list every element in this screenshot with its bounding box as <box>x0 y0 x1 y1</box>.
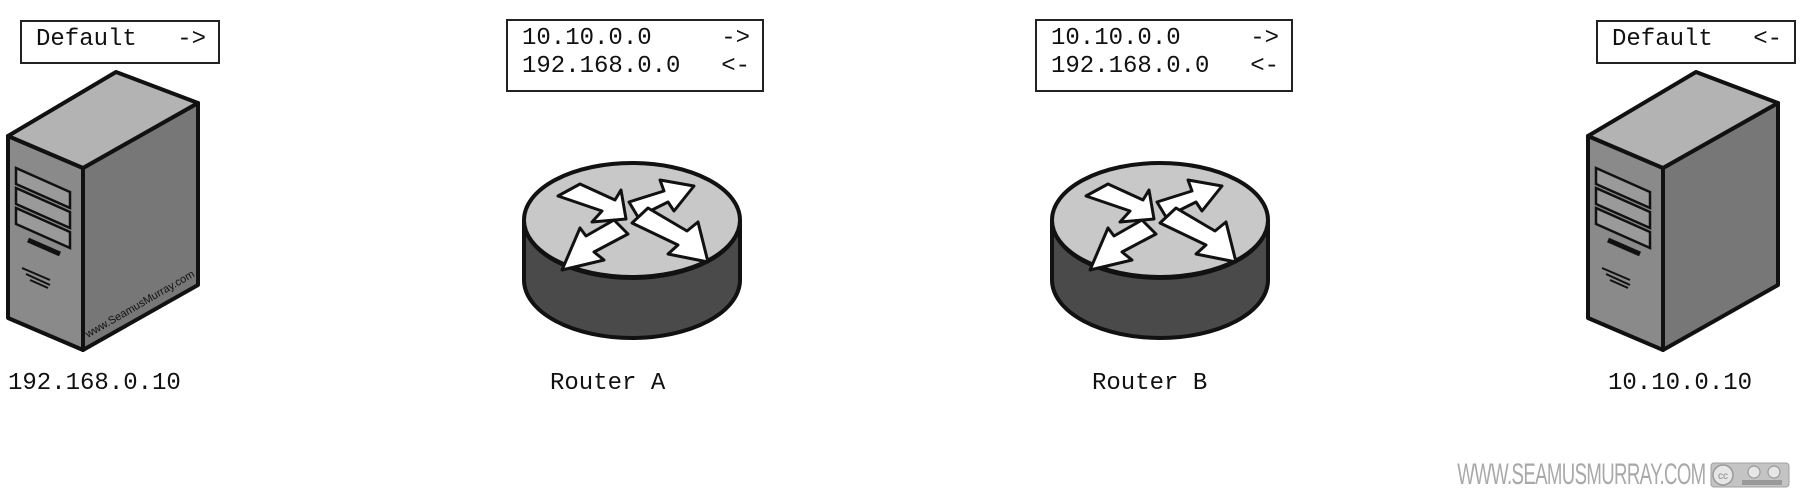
route-row: Default <- <box>1612 26 1782 54</box>
router-icon <box>1050 161 1270 340</box>
creative-commons-badge-icon: cc <box>1710 462 1790 488</box>
route-direction: -> <box>1250 25 1279 52</box>
route-row: 10.10.0.0 -> <box>1051 25 1279 53</box>
route-row: 192.168.0.0 <- <box>1051 53 1279 81</box>
route-table-server-left: Default -> <box>20 20 220 64</box>
server-tower-icon: www.SeamusMurray.com <box>6 70 200 352</box>
router-icon <box>522 161 742 340</box>
route-table-router-b: 10.10.0.0 -> 192.168.0.0 <- <box>1035 19 1293 92</box>
route-row: 10.10.0.0 -> <box>522 25 750 53</box>
server-tower-icon <box>1586 70 1780 352</box>
route-table-router-a: 10.10.0.0 -> 192.168.0.0 <- <box>506 19 764 92</box>
node-label-server-right: 10.10.0.10 <box>1608 370 1753 397</box>
route-network: 10.10.0.0 <box>522 25 652 52</box>
watermark: WWW.SEAMUSMURRAY.COM cc <box>1305 458 1790 492</box>
route-network: Default <box>1612 26 1713 53</box>
watermark-text: WWW.SEAMUSMURRAY.COM <box>1457 458 1707 491</box>
route-table-server-right: Default <- <box>1596 20 1796 64</box>
route-direction: -> <box>177 26 206 53</box>
route-network: 192.168.0.0 <box>1051 53 1210 80</box>
route-direction: <- <box>1753 26 1782 53</box>
route-direction: -> <box>721 25 750 52</box>
svg-text:cc: cc <box>1718 471 1728 482</box>
route-row: Default -> <box>36 26 206 54</box>
route-row: 192.168.0.0 <- <box>522 53 750 81</box>
route-direction: <- <box>1250 53 1279 80</box>
node-label-server-left: 192.168.0.10 <box>8 370 181 397</box>
route-network: 192.168.0.0 <box>522 53 681 80</box>
route-direction: <- <box>721 53 750 80</box>
route-network: 10.10.0.0 <box>1051 25 1181 52</box>
route-network: Default <box>36 26 137 53</box>
node-label-router-a: Router A <box>550 370 666 397</box>
node-label-router-b: Router B <box>1092 370 1208 397</box>
